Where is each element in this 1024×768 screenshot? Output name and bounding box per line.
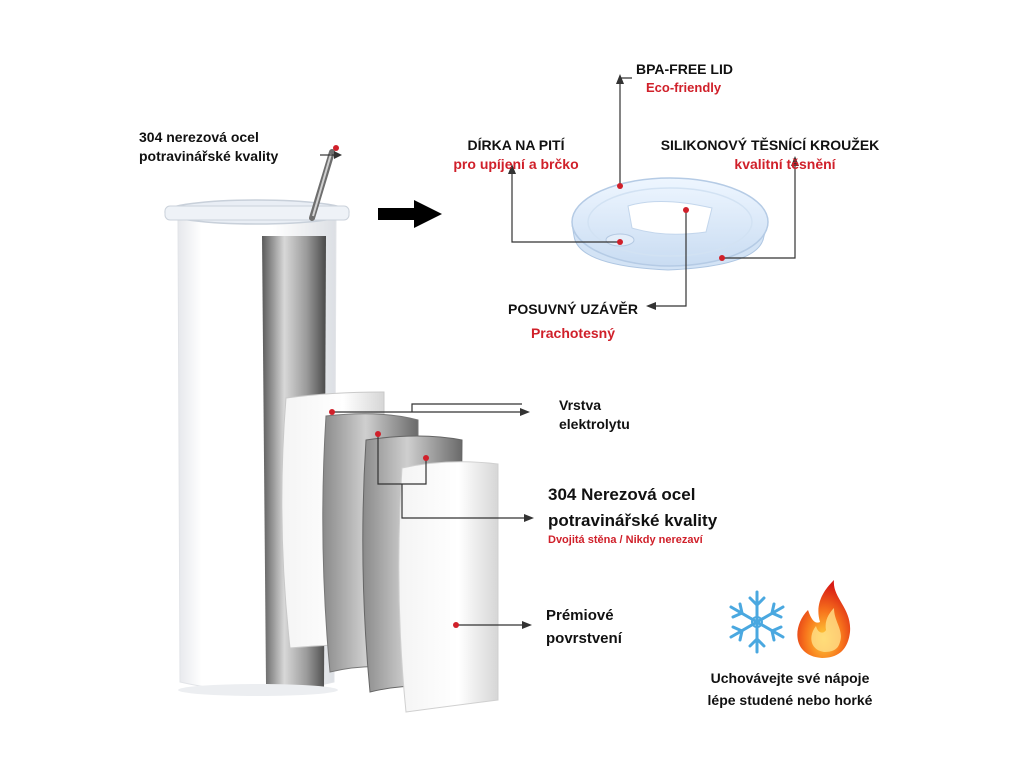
coating-line1: Prémiové xyxy=(546,607,614,624)
straw xyxy=(309,149,335,221)
coating-line2: povrstvení xyxy=(546,630,622,648)
drink-hole-subtitle: pro upíjení a brčko xyxy=(453,155,579,172)
arrow-right-icon xyxy=(378,200,442,228)
slider-title: POSUVNÝ UZÁVĚR xyxy=(508,301,638,317)
flame-icon xyxy=(797,580,851,658)
lid-title: BPA-FREE LID xyxy=(636,61,733,77)
seal-ring-title: SILIKONOVÝ TĚSNÍCÍ KROUŽEK xyxy=(660,137,880,153)
layer-panels xyxy=(281,391,499,713)
drink-hole-label: DÍRKA NA PITÍ pro upíjení a brčko xyxy=(446,136,586,174)
callout-dots xyxy=(329,145,725,628)
coating-label: Prémiové povrstvení xyxy=(546,604,622,651)
snowflake-icon xyxy=(729,590,785,654)
lid-label: BPA-FREE LID Eco-friendly xyxy=(636,60,733,96)
straw-label-line2: potravinářské kvality xyxy=(139,147,279,164)
straw-label: 304 nerezová ocel potravinářské kvality xyxy=(139,128,278,166)
electrolyte-line1: Vrstva xyxy=(559,397,602,413)
steel-subtitle: Dvojitá stěna / Nikdy nerezaví xyxy=(548,534,703,546)
temperature-line1: Uchovávejte své nápoje xyxy=(710,670,870,686)
steel-line1: 304 Nerezová ocel xyxy=(548,485,696,504)
slider-label: POSUVNÝ UZÁVĚR Prachotesný xyxy=(500,300,646,343)
drink-hole-title: DÍRKA NA PITÍ xyxy=(467,137,565,153)
connector-arrowheads xyxy=(334,74,799,629)
temperature-line2: lépe studené nebo horké xyxy=(707,691,873,708)
seal-ring-label: SILIKONOVÝ TĚSNÍCÍ KROUŽEK kvalitní těsn… xyxy=(654,136,886,174)
straw-label-line1: 304 nerezová ocel xyxy=(139,129,259,145)
lid-subtitle: Eco-friendly xyxy=(646,79,722,95)
temperature-label: Uchovávejte své nápoje lépe studené nebo… xyxy=(690,668,890,711)
seal-ring-subtitle: kvalitní těsnění xyxy=(734,155,836,172)
steel-line2: potravinářské kvality xyxy=(548,510,718,530)
lid-detail xyxy=(571,177,769,271)
steel-label: 304 Nerezová ocel potravinářské kvality … xyxy=(548,482,717,547)
panel-coating xyxy=(398,461,499,713)
electrolyte-label: Vrstva elektrolytu xyxy=(559,396,630,434)
electrolyte-line2: elektrolytu xyxy=(559,415,630,432)
slider-subtitle: Prachotesný xyxy=(530,324,616,341)
